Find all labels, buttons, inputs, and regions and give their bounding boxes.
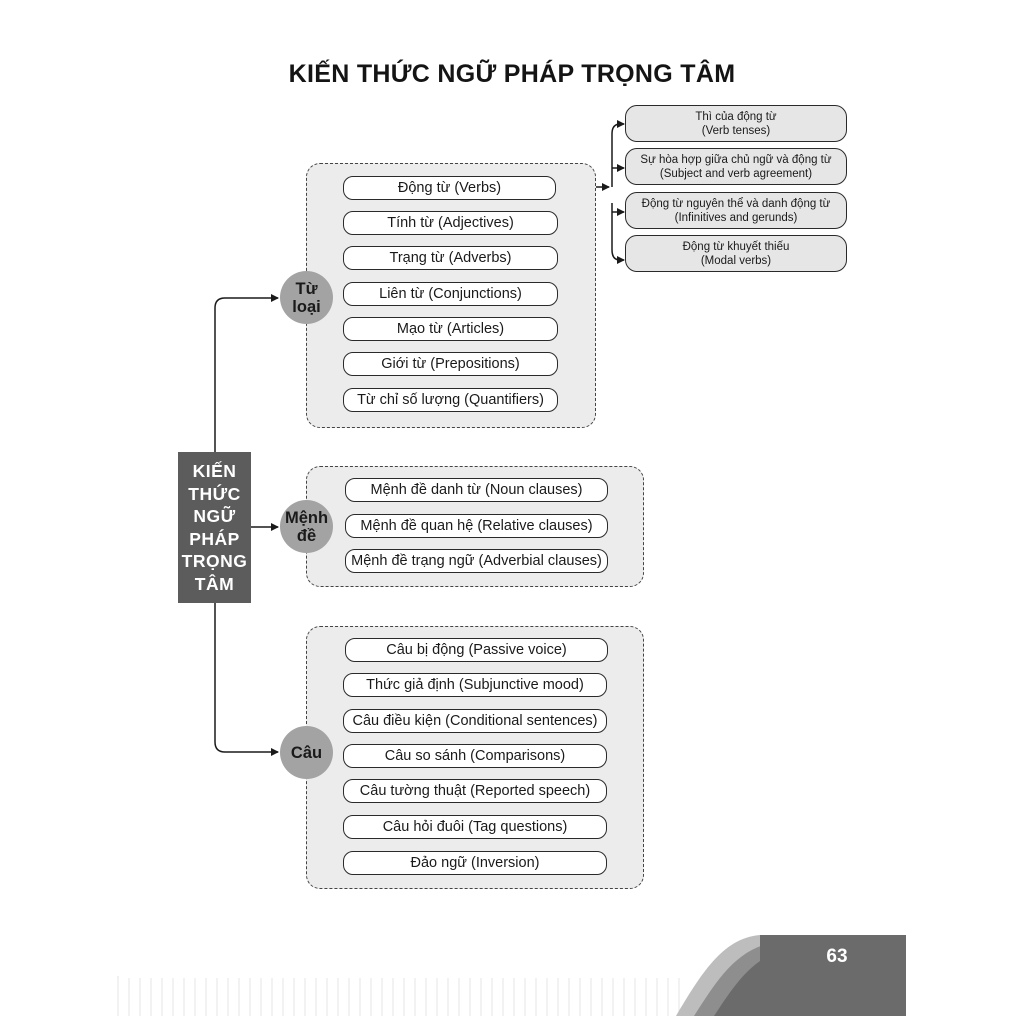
topic-pill: Tính từ (Adjectives) [343,211,558,235]
root-node: KIẾN THỨC NGỮ PHÁP TRỌNG TÂM [178,452,251,603]
topic-pill: Mạo từ (Articles) [343,317,558,341]
branch-circle-tu-loai: Từ loại [280,271,333,324]
connector-verb-fan [611,203,625,264]
topic-pill: Đảo ngữ (Inversion) [343,851,607,875]
subtopic-en: (Infinitives and gerunds) [674,211,798,224]
topic-pill: Câu điều kiện (Conditional sentences) [343,709,607,733]
verb-subtopic-box: Thì của động từ (Verb tenses) [625,105,847,142]
topic-pill: Mệnh đề danh từ (Noun clauses) [345,478,608,502]
topic-pill: Thức giả định (Subjunctive mood) [343,673,607,697]
branch-circle-menh-de: Mệnh đề [280,500,333,553]
branch-circle-cau: Câu [280,726,333,779]
topic-pill: Từ chỉ số lượng (Quantifiers) [343,388,558,412]
branch-label-line: Mệnh [284,508,329,527]
topic-pill: Liên từ (Conjunctions) [343,282,558,306]
subtopic-en: (Modal verbs) [700,254,772,267]
root-line: NGỮ [193,506,236,526]
branch-label-line: Câu [290,743,323,762]
verb-subtopic-box: Động từ khuyết thiếu (Modal verbs) [625,235,847,272]
footer-band [760,935,906,1016]
verb-subtopic-box: Sự hòa hợp giữa chủ ngữ và động từ (Subj… [625,148,847,185]
verb-subtopic-box: Động từ nguyên thể và danh động từ (Infi… [625,192,847,229]
root-line: THỨC [188,483,241,504]
subtopic-vi: Động từ khuyết thiếu [682,240,790,253]
page-title: KIẾN THỨC NGỮ PHÁP TRỌNG TÂM [288,60,736,88]
page-number: 63 [826,946,848,967]
footer-ticks [117,978,680,1016]
topic-pill: Câu bị động (Passive voice) [345,638,608,662]
subtopic-en: (Subject and verb agreement) [659,167,813,180]
topic-pill: Giới từ (Prepositions) [343,352,558,376]
branch-label-line: loại [292,297,321,316]
topic-pill: Câu hỏi đuôi (Tag questions) [343,815,607,839]
connector-root-tuloai [214,294,279,452]
topic-pill: Trạng từ (Adverbs) [343,246,558,270]
topic-pill: Câu so sánh (Comparisons) [343,744,607,768]
topic-pill: Động từ (Verbs) [343,176,556,200]
branch-label-line: đề [296,526,317,545]
topic-pill: Mệnh đề quan hệ (Relative clauses) [345,514,608,538]
root-line: PHÁP [189,528,240,549]
subtopic-vi: Sự hòa hợp giữa chủ ngữ và động từ [640,153,832,166]
root-line: TRỌNG [181,551,248,571]
connector-root-cau [214,602,279,756]
root-line: KIẾN [192,461,237,481]
connector-verb-fan-top [611,120,625,187]
subtopic-vi: Động từ nguyên thể và danh động từ [641,197,831,210]
footer-decoration [117,935,906,1016]
root-line: TÂM [194,573,235,594]
topic-pill: Câu tường thuật (Reported speech) [343,779,607,803]
topic-pill: Mệnh đề trạng ngữ (Adverbial clauses) [345,549,608,573]
subtopic-vi: Thì của động từ [695,110,777,123]
branch-label-line: Từ [295,279,318,298]
subtopic-en: (Verb tenses) [701,124,771,137]
